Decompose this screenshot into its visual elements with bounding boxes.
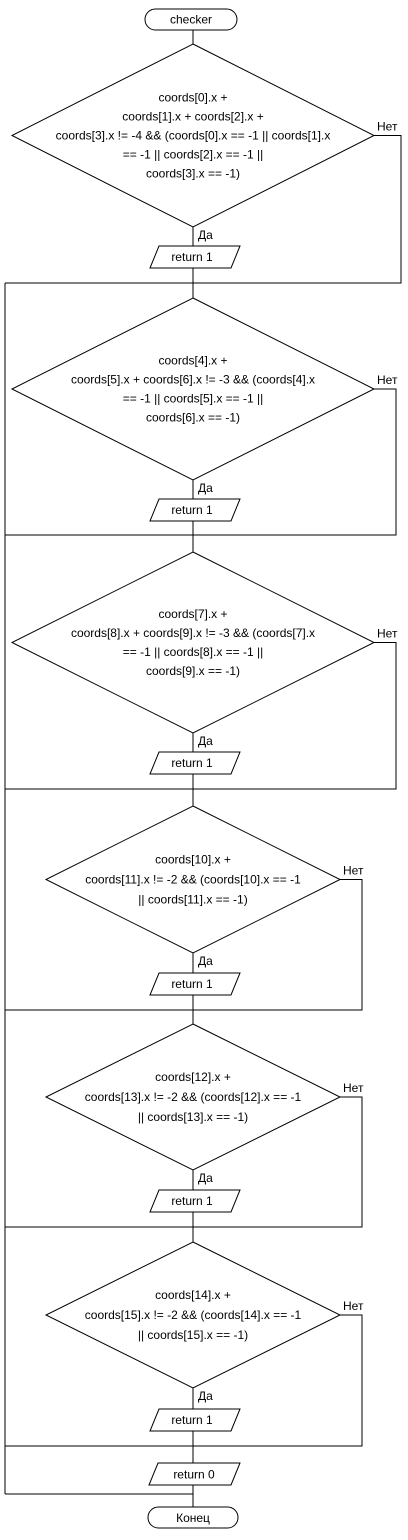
end-label: Конец [176, 1511, 210, 1525]
no-label: Нет [343, 864, 364, 878]
output-parallelogram [149, 1189, 241, 1213]
decision-0: coords[0].x + coords[1].x + coords[2].x +… [10, 43, 398, 242]
condition-line: == -1 || coords[2].x == -1 || [123, 148, 264, 162]
condition-line: coords[13].x != -2 && (coords[12].x == -… [85, 1090, 302, 1104]
decision-diamond [44, 805, 342, 954]
output-5: return 1 [149, 1408, 241, 1432]
decision-diamond [10, 43, 376, 228]
condition-line: coords[10].x + [155, 853, 231, 867]
no-branch-connector [193, 642, 397, 790]
decision-diamond [44, 1023, 342, 1171]
output-parallelogram [149, 751, 241, 775]
decision-4: coords[12].x + coords[13].x != -2 && (coo… [44, 1023, 364, 1185]
final-output: return 0 [148, 1462, 241, 1486]
output-parallelogram [149, 1408, 241, 1432]
decision-diamond [44, 1241, 342, 1389]
no-label: Нет [377, 120, 398, 134]
output-3: return 1 [149, 972, 241, 996]
condition-line: coords[9].x == -1) [146, 664, 240, 678]
output-parallelogram [149, 245, 241, 269]
condition-line: == -1 || coords[8].x == -1 || [123, 645, 264, 659]
decision-diamond [10, 297, 376, 481]
condition-line: || coords[13].x == -1) [138, 1110, 248, 1124]
no-label: Нет [343, 1299, 364, 1313]
condition-line: coords[7].x + [158, 607, 227, 621]
yes-label: Да [198, 228, 213, 242]
condition-line: coords[4].x + [158, 354, 227, 368]
output-parallelogram [149, 498, 241, 522]
condition-line: coords[8].x + coords[9].x != -3 && (coor… [71, 626, 315, 640]
end-terminator: Конец [147, 1506, 239, 1529]
output-parallelogram [149, 972, 241, 996]
no-branch-connector [193, 1314, 363, 1447]
yes-label: Да [198, 481, 213, 495]
yes-label: Да [198, 734, 213, 748]
condition-line: == -1 || coords[5].x == -1 || [123, 392, 264, 406]
output-label: return 1 [171, 977, 213, 991]
condition-line: coords[14].x + [155, 1288, 231, 1302]
no-branch-connector [193, 879, 363, 1011]
output-label: return 1 [171, 1194, 213, 1208]
output-label: return 1 [171, 756, 213, 770]
output-label: return 1 [171, 503, 213, 517]
condition-line: coords[12].x + [155, 1070, 231, 1084]
output-1: return 1 [149, 498, 241, 522]
no-label: Нет [343, 1081, 364, 1095]
output-2: return 1 [149, 751, 241, 775]
condition-line: coords[11].x != -2 && (coords[10].x == -… [85, 873, 301, 887]
decision-diamond [10, 551, 376, 734]
condition-line: coords[3].x != -4 && (coords[0].x == -1 … [56, 129, 331, 143]
condition-line: coords[3].x == -1) [146, 167, 240, 181]
connectors [4, 30, 402, 1507]
decision-5: coords[14].x + coords[15].x != -2 && (coo… [44, 1241, 364, 1403]
condition-line: coords[1].x + coords[2].x + [122, 110, 263, 124]
decision-2: coords[7].x + coords[8].x + coords[9].x !… [10, 551, 398, 748]
no-branch-connector [193, 1096, 363, 1228]
condition-line: coords[5].x + coords[6].x != -3 && (coor… [71, 373, 315, 387]
no-label: Нет [377, 373, 398, 387]
final-output-label: return 0 [173, 1468, 215, 1482]
decision-3: coords[10].x + coords[11].x != -2 && (coo… [44, 805, 364, 968]
condition-line: coords[15].x != -2 && (coords[14].x == -… [85, 1308, 302, 1322]
decisions: coords[0].x + coords[1].x + coords[2].x +… [10, 43, 398, 1432]
output-label: return 1 [171, 1413, 213, 1427]
condition-line: coords[0].x + [158, 91, 227, 105]
yes-label: Да [198, 954, 213, 968]
yes-label: Да [198, 1171, 213, 1185]
condition-line: || coords[11].x == -1) [138, 893, 247, 907]
condition-line: coords[6].x == -1) [146, 411, 240, 425]
output-0: return 1 [149, 245, 241, 269]
no-label: Нет [377, 627, 398, 641]
start-terminator: checker [144, 8, 238, 31]
output-label: return 1 [171, 250, 213, 264]
start-label: checker [170, 13, 212, 27]
decision-1: coords[4].x + coords[5].x + coords[6].x !… [10, 297, 398, 495]
no-branch-connector [193, 135, 402, 284]
output-4: return 1 [149, 1189, 241, 1213]
yes-label: Да [198, 1389, 213, 1403]
no-branch-connector [193, 388, 397, 536]
condition-line: || coords[15].x == -1) [138, 1328, 248, 1342]
